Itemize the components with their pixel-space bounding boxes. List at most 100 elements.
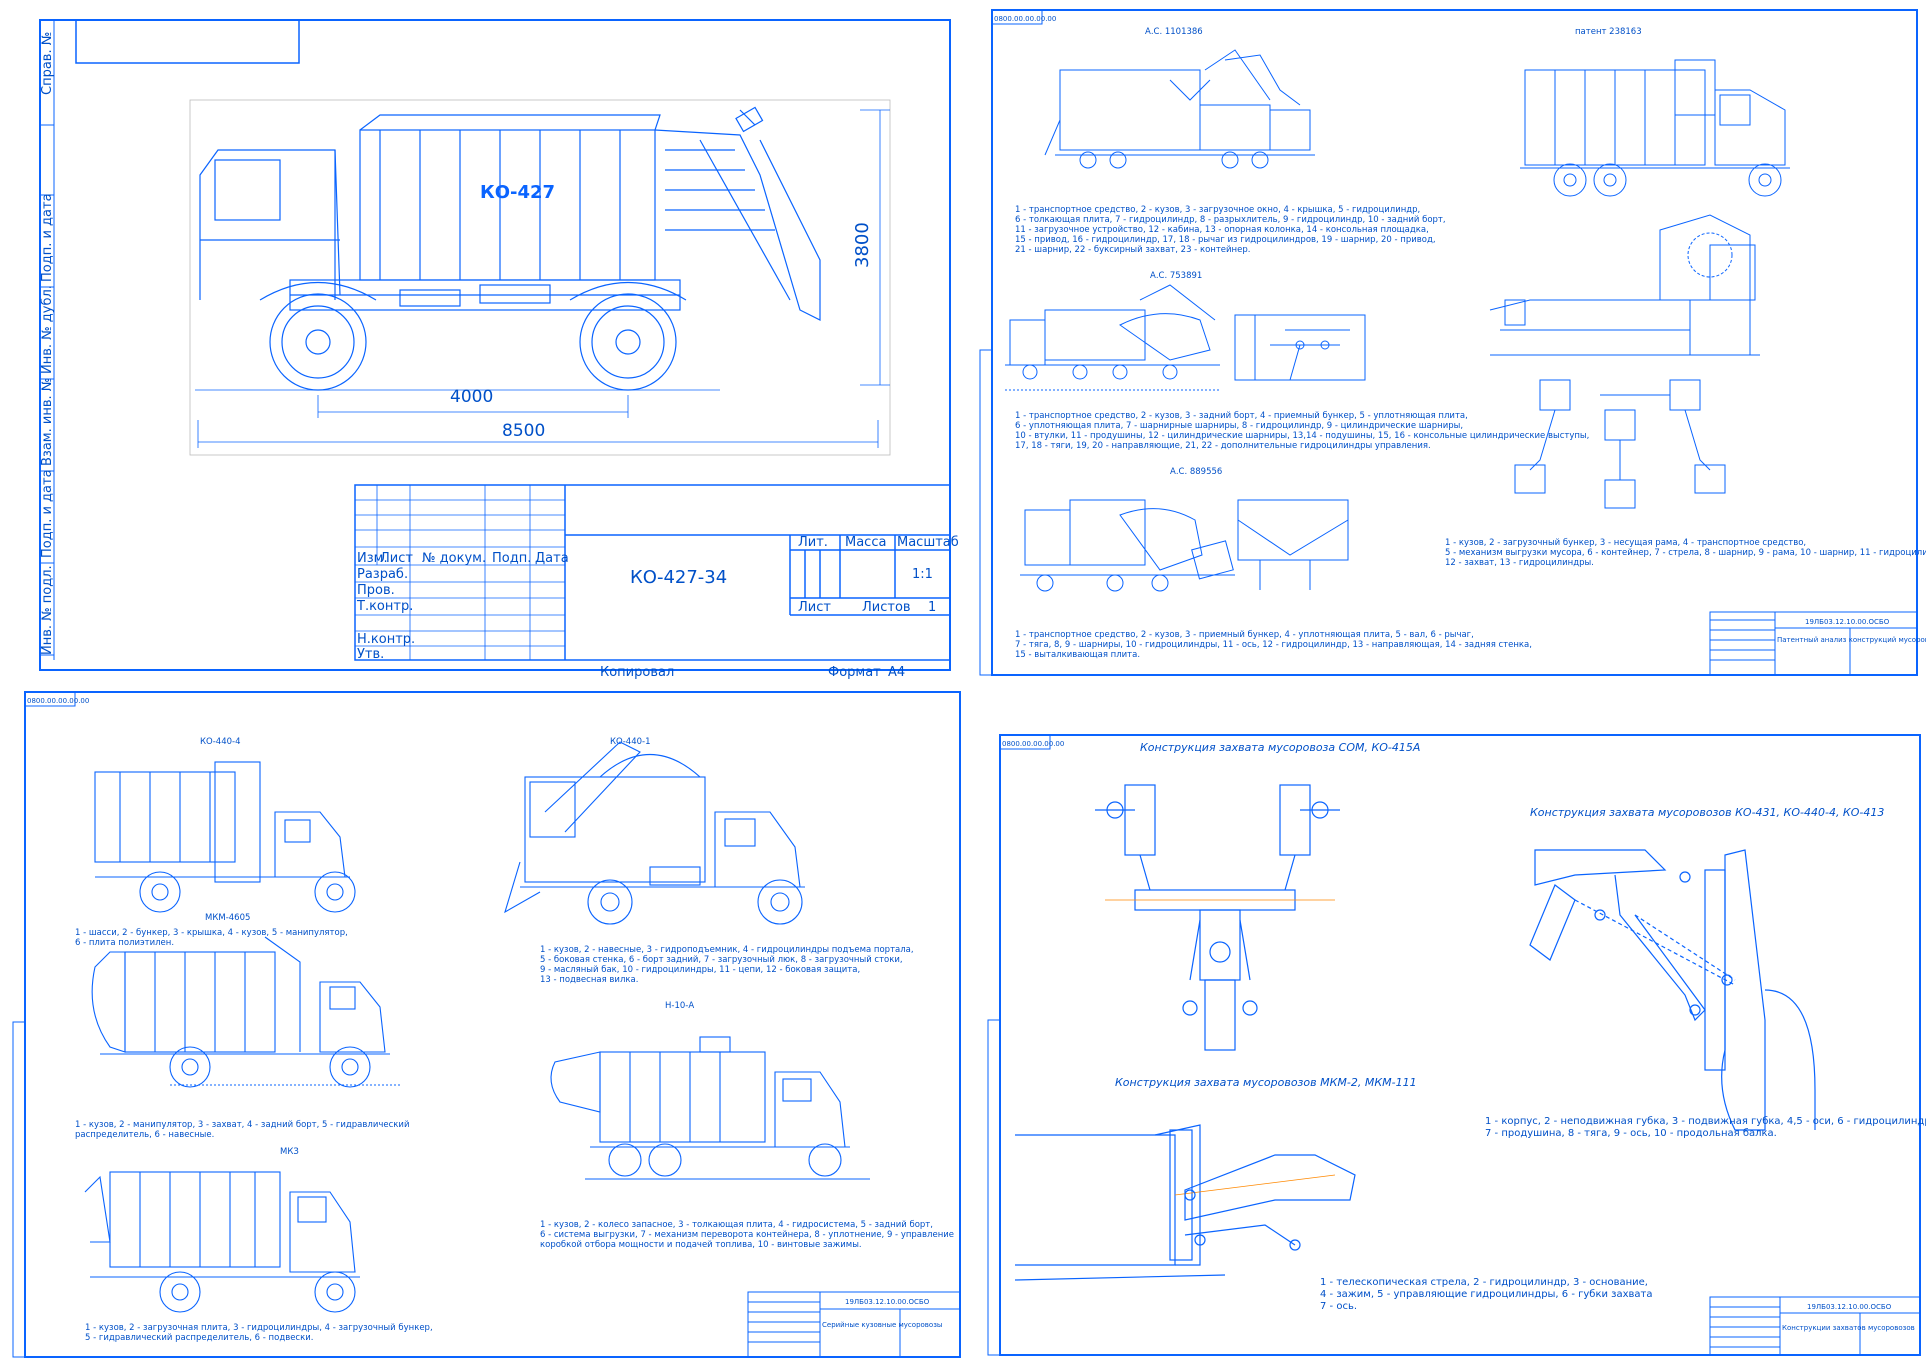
s4-grab-2 [1529, 849, 1816, 1131]
s3-model-4: МКЗ [280, 1147, 299, 1157]
s4-title-2: Конструкция захвата мусоровозов КО-431, … [1530, 806, 1884, 819]
s3-legend-1: 1 - шасси, 2 - бункер, 3 - крышка, 4 - к… [75, 928, 348, 948]
tb-sheets-label: Листов [862, 600, 911, 615]
svg-text:1 - кузов, 2 - загрузочная пли: 1 - кузов, 2 - загрузочная плита, 3 - ги… [85, 1323, 433, 1333]
svg-text:6 - толкающая плита, 7 - гидро: 6 - толкающая плита, 7 - гидроцилиндр, 8… [1015, 215, 1446, 225]
s2-fig-3-legend: 1 - транспортное средство, 2 - кузов, 3 … [1015, 411, 1589, 451]
dimension-lines [197, 109, 890, 448]
svg-text:1 - шасси, 2 - бункер, 3 - кры: 1 - шасси, 2 - бункер, 3 - крышка, 4 - к… [75, 928, 348, 938]
s2-patent-2: патент 238163 [1575, 27, 1642, 37]
tb-row-utv: Утв. [357, 647, 384, 662]
svg-text:6 - уплотняющая плита, 7 - шар: 6 - уплотняющая плита, 7 - шарнирные шар… [1015, 421, 1463, 431]
svg-text:1 - транспортное средство, 2 -: 1 - транспортное средство, 2 - кузов, 3 … [1015, 630, 1474, 640]
svg-text:15 - привод, 16 - гидроцилиндр: 15 - привод, 16 - гидроцилиндр, 17, 18 -… [1015, 235, 1436, 245]
svg-text:6 - система выгрузки, 7 - меха: 6 - система выгрузки, 7 - механизм перев… [540, 1230, 954, 1240]
svg-text:17, 18 - тяги, 19, 20 - направ: 17, 18 - тяги, 19, 20 - направляющие, 21… [1015, 441, 1431, 451]
tb-row-razrab: Разраб. [357, 567, 408, 582]
s2-patent-4: А.С. 889556 [1170, 467, 1222, 477]
sheet-patent-analysis-drawing: 0800.00.00.00.00 А.С. 1101386 патент 238… [979, 9, 1926, 676]
s4-code-corner: 0800.00.00.00.00 [1002, 740, 1064, 748]
truck-general-view [195, 106, 821, 391]
dim-wheelbase-label: 4000 [450, 387, 493, 407]
s3-truck-2 [91, 936, 400, 1088]
dim-height-label: 3800 [852, 222, 873, 268]
svg-text:10 - втулки, 11 - продушины, 1: 10 - втулки, 11 - продушины, 12 - цилинд… [1015, 431, 1589, 441]
svg-text:7 - тяга, 8, 9 - шарниры, 10 -: 7 - тяга, 8, 9 - шарниры, 10 - гидроцили… [1015, 640, 1532, 650]
s3-truck-4 [504, 741, 805, 925]
svg-text:1 - кузов, 2 - загрузочный бун: 1 - кузов, 2 - загрузочный бункер, 3 - н… [1445, 538, 1806, 548]
s3-model-2: КО-440-1 [610, 737, 651, 747]
s4-grab-3 [1014, 1124, 1356, 1281]
s4-title-3: Конструкция захвата мусоровозов МКМ-2, М… [1115, 1076, 1417, 1089]
s2-patent-1: А.С. 1101386 [1145, 27, 1203, 37]
svg-text:1 - кузов, 2 - колесо запасное: 1 - кузов, 2 - колесо запасное, 3 - толк… [540, 1220, 933, 1230]
footer-format: A4 [888, 665, 905, 680]
s4-stamp-code: 19ЛБ03.12.10.00.ОСБО [1807, 1303, 1892, 1311]
s4-legend-1: 1 - корпус, 2 - неподвижная губка, 3 - п… [1485, 1116, 1926, 1139]
svg-text:7 - продушина, 8 - тяга, 9 - о: 7 - продушина, 8 - тяга, 9 - ось, 10 - п… [1485, 1128, 1777, 1139]
s2-fig-2 [1520, 59, 1790, 197]
svg-text:5 - гидравлический распределит: 5 - гидравлический распределитель, 6 - п… [85, 1333, 313, 1343]
s2-code-corner: 0800.00.00.00.00 [994, 15, 1056, 23]
tb-lit: Лит. [798, 535, 828, 550]
svg-text:1 - кузов, 2 - навесные, 3 - г: 1 - кузов, 2 - навесные, 3 - гидроподъем… [540, 945, 914, 955]
tb-scale-label: Масштаб [897, 535, 959, 550]
s2-stamp-frame [1709, 611, 1918, 676]
tb-mass: Масса [845, 535, 886, 550]
side-label-3: Инв. № дубл. [40, 285, 55, 374]
svg-text:1 - транспортное средство, 2 -: 1 - транспортное средство, 2 - кузов, 3 … [1015, 411, 1468, 421]
side-label-5: Подп. и дата [40, 469, 55, 558]
s2-stamp-code: 19ЛБ03.12.10.00.ОСБО [1805, 618, 1890, 626]
title-block-frame [354, 484, 951, 661]
tb-doc-title: КО-427-34 [630, 567, 727, 588]
s3-stamp-code: 19ЛБ03.12.10.00.ОСБО [845, 1298, 930, 1306]
svg-text:12 - захват, 13 - гидроцилиндр: 12 - захват, 13 - гидроцилиндры. [1445, 558, 1594, 568]
tb-scale: 1:1 [912, 567, 933, 582]
s2-fig-5-legend: 1 - транспортное средство, 2 - кузов, 3 … [1015, 630, 1532, 660]
s2-fig-4-legend: 1 - кузов, 2 - загрузочный бункер, 3 - н… [1445, 538, 1926, 568]
s3-model-1: КО-440-4 [200, 737, 241, 747]
s4-legend-2: 1 - телескопическая стрела, 2 - гидроцил… [1320, 1277, 1653, 1312]
s2-patent-3: А.С. 753891 [1150, 271, 1202, 281]
s3-legend-2: 1 - кузов, 2 - навесные, 3 - гидроподъем… [540, 945, 914, 985]
sheet-general-view: КО-427 3800 4000 8500 [0, 0, 970, 680]
s2-fig-1 [1044, 49, 1315, 169]
truck-logo: КО-427 [480, 182, 555, 203]
sheet-general-view-drawing: КО-427 3800 4000 8500 [39, 19, 959, 680]
svg-text:21 - шарнир, 22 - буксирный за: 21 - шарнир, 22 - буксирный захват, 23 -… [1015, 245, 1250, 255]
side-label-4: Взам. инв. № [40, 378, 55, 466]
tb-row-tkontr: Т.контр. [356, 599, 413, 614]
tb-header-list: Лист [380, 551, 413, 566]
s3-truck-3 [84, 1171, 360, 1313]
s3-truck-5 [550, 1036, 870, 1180]
sheet-grab-designs-drawing: 0800.00.00.00.00 Конструкция захвата мус… [987, 734, 1926, 1356]
tb-header-date: Дата [535, 551, 569, 566]
svg-text:11 - загрузочное устройство, 1: 11 - загрузочное устройство, 12 - кабина… [1015, 225, 1429, 235]
tb-row-nkontr: Н.контр. [357, 632, 415, 647]
svg-text:1 - кузов, 2 - манипулятор, 3: 1 - кузов, 2 - манипулятор, 3 - захват, … [75, 1120, 409, 1130]
sheet-serial-trucks-drawing: 0800.00.00.00.00 КО-440-4 КО-440-1 МКМ-4… [12, 691, 961, 1358]
s3-legend-4: 1 - кузов, 2 - колесо запасное, 3 - толк… [540, 1220, 954, 1250]
svg-text:13 - подвесная вилка.: 13 - подвесная вилка. [540, 975, 638, 985]
s3-legend-3: 1 - кузов, 2 - манипулятор, 3 - захват, … [75, 1120, 409, 1140]
s2-stamp-title: Патентный анализ конструкций мусоровозов [1777, 636, 1926, 644]
s2-fig-5 [1020, 499, 1349, 592]
svg-text:15 - выталкивающая плита.: 15 - выталкивающая плита. [1015, 650, 1140, 660]
tb-sheet-label: Лист [798, 600, 831, 615]
tb-header-sign: Подп. [492, 551, 531, 566]
s2-fig-3b [1234, 314, 1366, 381]
s3-truck-1 [94, 761, 356, 913]
svg-text:6 - плита полиэтилен.: 6 - плита полиэтилен. [75, 938, 174, 948]
side-label-2: Подп. и дата [40, 193, 55, 282]
s3-model-3: МКМ-4605 [205, 913, 250, 923]
svg-text:1 - транспортное средство, 2 -: 1 - транспортное средство, 2 - кузов, 3 … [1015, 205, 1420, 215]
svg-text:4 - зажим, 5 - управляющие гид: 4 - зажим, 5 - управляющие гидроцилиндры… [1320, 1289, 1653, 1300]
side-label-6: Инв. № подл. [40, 565, 55, 655]
footer-copied: Копировал [600, 665, 674, 680]
svg-text:коробкой отбора мощности и под: коробкой отбора мощности и подачей топли… [540, 1240, 862, 1250]
s2-fig-1-legend: 1 - транспортное средство, 2 - кузов, 3 … [1015, 205, 1446, 255]
side-label-1: Справ. № [40, 32, 55, 95]
sheet-patent-analysis: 0800.00.00.00.00 А.С. 1101386 патент 238… [970, 0, 1926, 690]
s4-stamp-frame [1709, 1296, 1921, 1356]
s3-stamp-frame [747, 1291, 961, 1358]
